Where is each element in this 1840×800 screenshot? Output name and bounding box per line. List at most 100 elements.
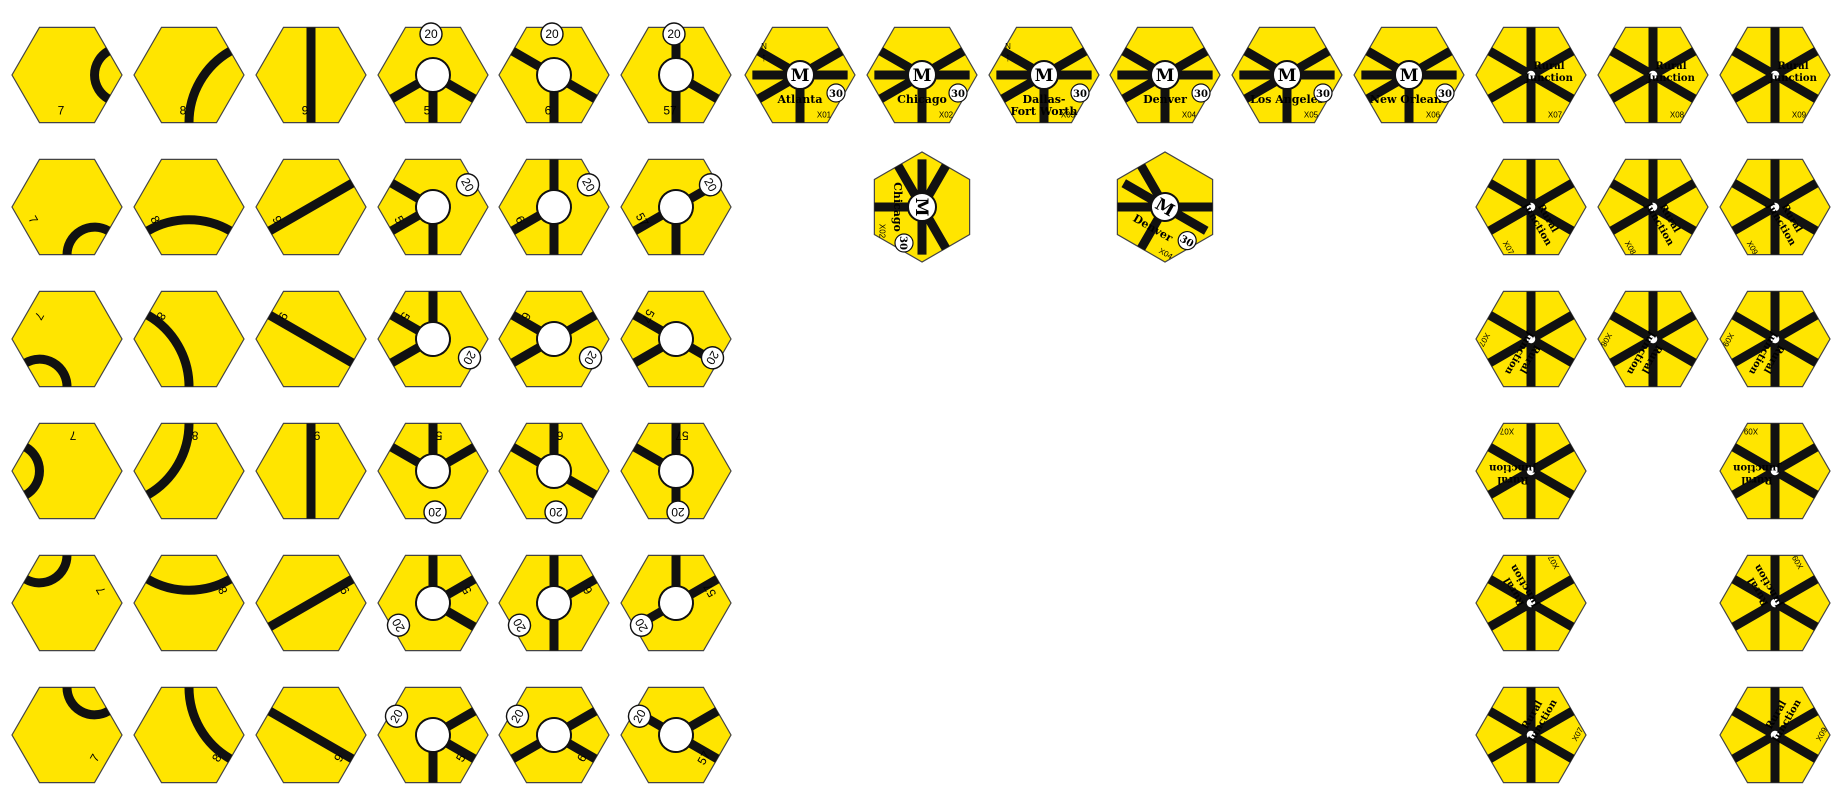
track-tile-5: 205 [377,686,489,784]
city-name: Denver [1143,93,1187,106]
track-tile-8: 8 [133,422,245,520]
track-spur [1528,335,1575,367]
city-circle [658,57,694,93]
revenue-circle [455,173,480,197]
revenue-circle [384,704,409,728]
track-straight [267,575,355,631]
city-circle [536,57,572,93]
track-spur [1487,575,1534,607]
tile-number: 5 [424,104,431,118]
track-spur [1770,338,1780,387]
metro-letter: M [1035,66,1054,86]
metro-city-circle [1272,60,1302,90]
track-spur [1731,203,1778,235]
track-gentle-curve [145,311,194,387]
tile-number: 57 [633,210,652,229]
tile-code: X04 [1182,111,1197,120]
track-tile-7: 7 [11,422,123,520]
track-gentle-curve [145,575,233,595]
track-spur [1770,206,1780,255]
revenue-circle [1191,83,1211,103]
track-spur [1731,311,1778,343]
track-tile-8: 8 [133,158,245,256]
city-circle [415,585,451,621]
tile-number: 57 [700,581,719,600]
metro-city-circle [907,192,937,222]
metro-city-circle [785,60,815,90]
track-spur [1528,575,1575,607]
track-straight [267,311,355,367]
track-spur [1528,467,1575,499]
revenue-circle [544,500,568,524]
track-spur [1731,731,1778,763]
track-spur [1648,291,1658,340]
tile-code: X09 [1792,111,1807,120]
metro-city-circle [1150,60,1180,90]
track-spur [1650,335,1697,367]
track-spur [1650,311,1697,343]
hex-outline [133,422,245,520]
track-spur [1526,291,1536,340]
track-tile-5: 205 [377,290,489,388]
revenue-value: 30 [897,236,908,250]
track-tile-9: 9 [255,290,367,388]
city-circle [536,189,572,225]
hex-outline [11,26,123,124]
tile-number: 57 [639,307,658,326]
city-circle [415,717,451,753]
tile-code: X09 [1743,426,1758,435]
tile-number: 57 [663,104,677,118]
tile-code: X07 [1548,111,1563,120]
city-circle [536,321,572,357]
city-circle [658,453,694,489]
tile-number: 57 [694,748,713,767]
track-spur [1609,311,1656,343]
junction-dot [1647,69,1659,81]
track-spur [1650,203,1697,235]
tile-code: X05 [1304,111,1319,120]
track-tile-6: 206 [498,22,610,124]
track-spur [1609,71,1656,103]
track-spur [1731,575,1778,607]
tile-number: 7 [58,104,65,118]
track-spur [1772,71,1819,103]
city-name-line2: Fort Worth [1011,105,1078,118]
city-name: New Orleans [1370,93,1448,106]
track-spur [1528,203,1575,235]
tile-number: 8 [180,104,187,118]
track-spur [1526,687,1536,736]
rural-label-line1: Rural [1533,61,1564,72]
track-spur [1487,707,1534,739]
north-label: N [761,42,767,51]
hex-outline [11,554,123,652]
junction-dot [1769,69,1781,81]
track-spur [1650,179,1697,211]
rural-label-line1: Rural [1655,61,1686,72]
revenue-circle [505,704,530,728]
track-spur [1526,338,1536,387]
junction-dot [1769,333,1781,345]
track-spur [1609,203,1656,235]
hex-outline [133,686,245,784]
track-gentle-curve [184,687,233,763]
track-sharp-curve [23,555,72,588]
track-tile-9: 9 [255,422,367,520]
junction-dot [1525,201,1537,213]
track-spur [1528,707,1575,739]
revenue-circle [894,233,914,253]
track-spur [1731,179,1778,211]
track-tile-9: 9 [255,158,367,256]
